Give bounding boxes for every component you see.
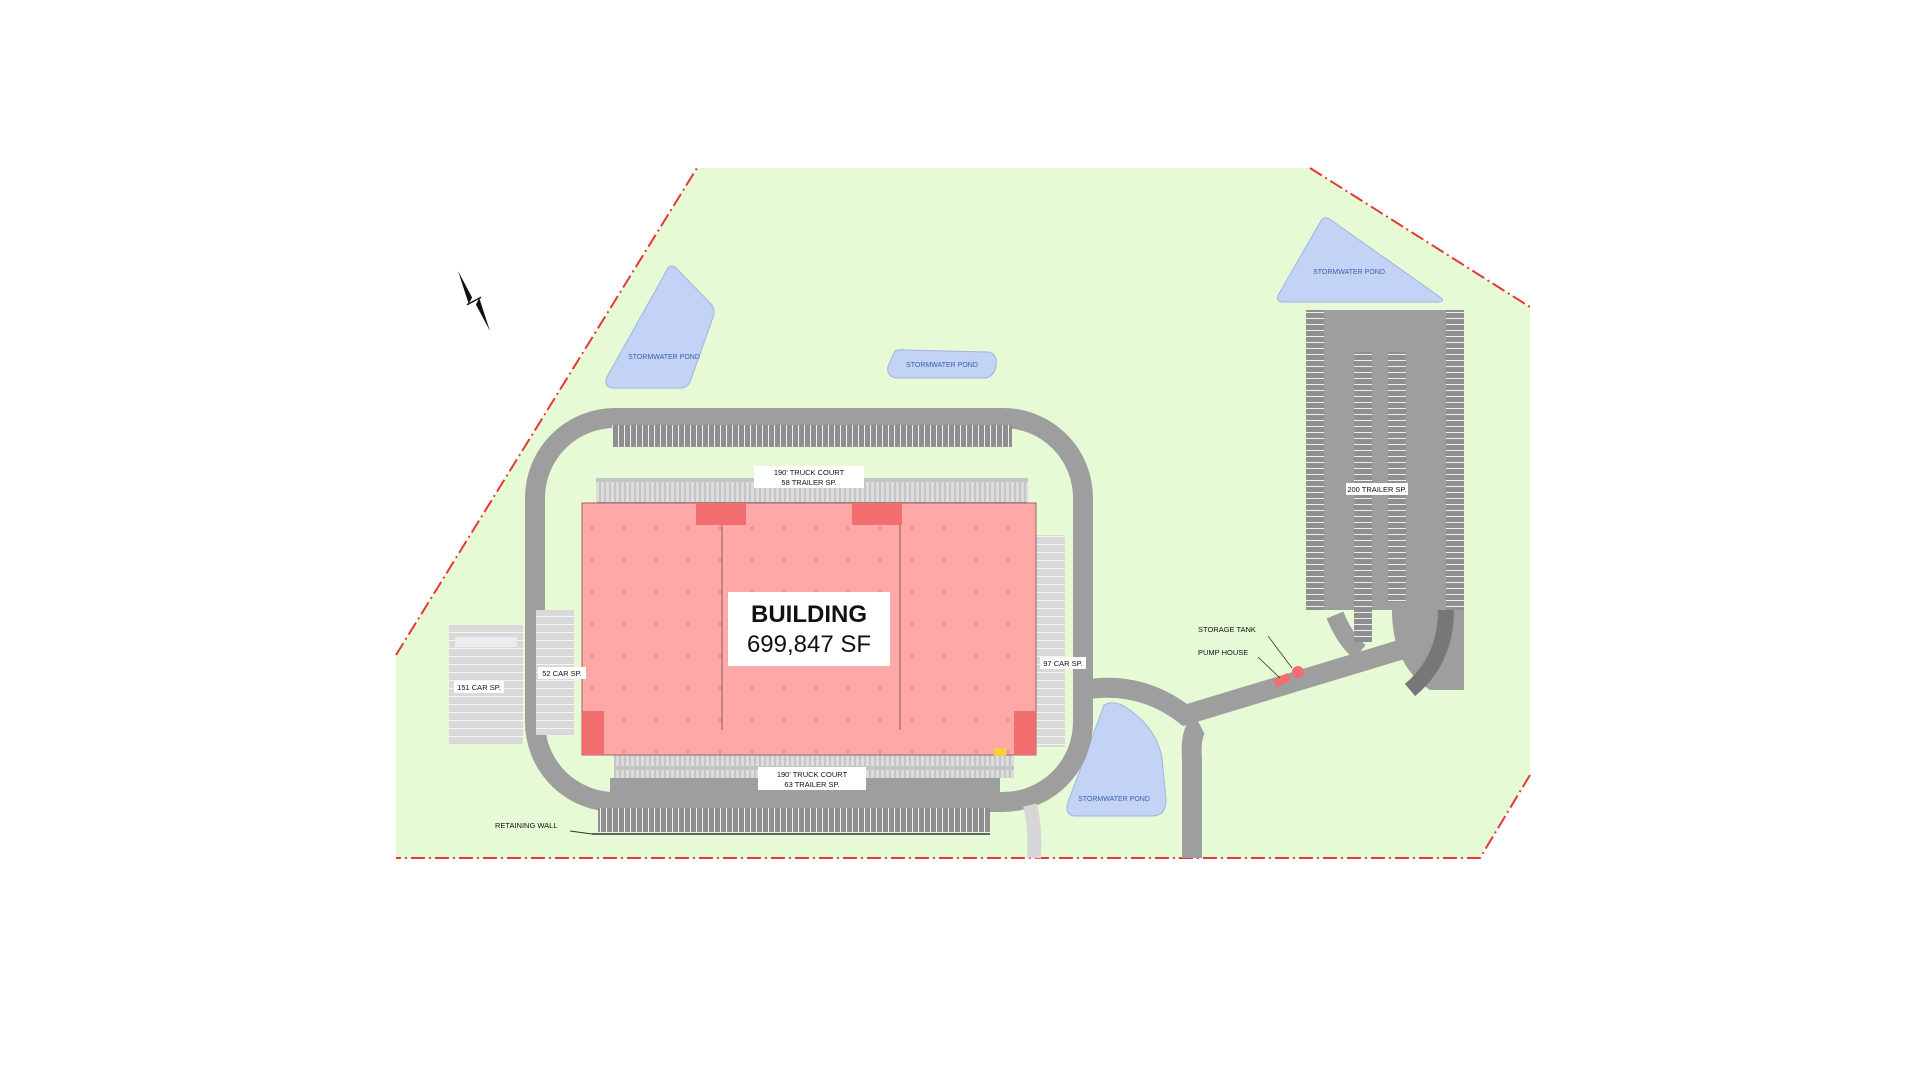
pump-house-icon: [1273, 672, 1291, 688]
pump-house-leader: [1257, 656, 1281, 679]
stormwater-pond-n: [887, 349, 997, 379]
west-strip-label: 52 CAR SP.: [542, 669, 581, 678]
north-arrow-icon: [458, 270, 490, 332]
stormwater-pond-ne: [1276, 217, 1444, 303]
east-parking-strip: [1035, 535, 1065, 747]
truck-court-south-line2: 63 TRAILER SP.: [784, 780, 839, 789]
pump-house-label: PUMP HOUSE: [1198, 648, 1248, 657]
pond-label-n: STORMWATER POND: [906, 362, 978, 369]
trailer-stalls-west: [1306, 310, 1324, 610]
building-entry-marker: [994, 748, 1006, 756]
office-block-ne: [852, 503, 902, 525]
west-lot-label: 151 CAR SP.: [457, 683, 501, 692]
trailer-stalls-mid: [1354, 352, 1372, 642]
storage-tank-label: STORAGE TANK: [1198, 625, 1256, 634]
pond-label-s: STORMWATER POND: [1078, 796, 1150, 803]
building-area: 699,847 SF: [747, 631, 871, 658]
truck-court-south-label-box: [758, 767, 866, 790]
property-boundary-line-south: [396, 774, 1531, 859]
trailer-lot-label: 200 TRAILER SP.: [1347, 485, 1406, 494]
truck-court-north-label-box: [754, 466, 864, 488]
building-label-box: [728, 592, 890, 666]
trailer-stalls-curve: [1404, 609, 1454, 697]
office-block-nw: [696, 503, 746, 525]
north-trailer-stalls: [612, 425, 1012, 447]
east-access-road: [1073, 640, 1410, 727]
truck-court-north-line2: 58 TRAILER SP.: [781, 478, 836, 487]
office-block-se: [1014, 711, 1036, 755]
property-boundary-line-east: [1309, 167, 1531, 308]
east-strip-label-box: [1040, 657, 1086, 669]
south-entrance-road: [1181, 716, 1206, 858]
stormwater-pond-nw: [605, 265, 715, 389]
trailer-stalls-mid2: [1388, 352, 1406, 602]
west-parking-aisle: [455, 637, 517, 647]
retaining-wall-leader: [569, 830, 593, 835]
storage-tank-leader: [1267, 635, 1293, 669]
trailer-lot-connector-road: [1326, 611, 1366, 660]
west-strip-label-box: [538, 667, 586, 679]
east-strip-label: 97 CAR SP.: [1043, 659, 1082, 668]
office-block-sw: [582, 711, 604, 755]
south-driveway-west: [1023, 803, 1042, 859]
building-title: BUILDING: [751, 601, 867, 628]
storage-tank-icon: [1292, 666, 1304, 678]
truck-court-north-line1: 190' TRUCK COURT: [774, 468, 845, 477]
trailer-lot-label-box: [1346, 483, 1408, 495]
pond-label-nw: STORMWATER POND: [628, 354, 700, 361]
stormwater-pond-s: [1066, 702, 1167, 817]
west-lot-label-box: [454, 681, 504, 693]
pond-label-ne: STORMWATER POND: [1313, 269, 1385, 276]
south-trailer-stalls: [598, 808, 990, 832]
trailer-stalls-east: [1446, 310, 1464, 610]
trailer-lot-pavement: [1306, 310, 1464, 610]
retaining-wall-label: RETAINING WALL: [495, 821, 558, 830]
truck-court-south-line1: 190' TRUCK COURT: [777, 770, 848, 779]
